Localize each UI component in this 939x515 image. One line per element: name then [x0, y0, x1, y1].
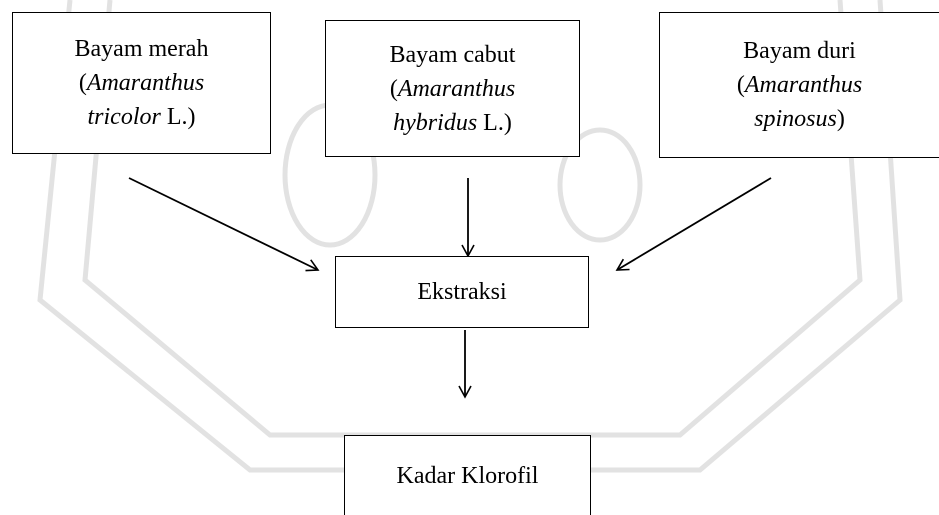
node-kadar-klorofil: Kadar Klorofil	[344, 435, 591, 515]
node-ekstraksi: Ekstraksi	[335, 256, 589, 328]
node-bayam-duri-name: Bayam duri	[743, 38, 856, 64]
node-kadar-klorofil-label: Kadar Klorofil	[396, 462, 539, 489]
node-bayam-merah: Bayam merah (Amaranthus tricolor L.)	[12, 12, 271, 154]
latin-genus: Amaranthus	[744, 72, 863, 98]
node-bayam-cabut: Bayam cabut (Amaranthus hybridus L.)	[325, 20, 580, 157]
latin-genus: Amaranthus	[397, 75, 516, 102]
node-bayam-duri: Bayam duri (Amaranthus spinosus)	[659, 12, 939, 158]
arrow-bayam-merah-to-ekstraksi	[128, 177, 320, 272]
node-bayam-cabut-name: Bayam cabut	[389, 41, 516, 68]
latin-species: hybridus	[393, 109, 478, 136]
open-paren: (	[736, 72, 745, 98]
node-ekstraksi-label: Ekstraksi	[417, 279, 507, 305]
latin-species: tricolor	[87, 104, 161, 130]
latin-genus: Amaranthus	[86, 70, 205, 96]
arrow-bayam-duri-to-ekstraksi	[615, 177, 772, 271]
latin-species: spinosus	[754, 106, 837, 132]
open-paren: (	[78, 70, 87, 96]
node-bayam-merah-name: Bayam merah	[74, 36, 209, 62]
author-abbrev: L.)	[160, 104, 196, 130]
open-paren: (	[389, 75, 398, 102]
close-paren: )	[836, 106, 845, 132]
author-abbrev: L.)	[477, 109, 512, 136]
